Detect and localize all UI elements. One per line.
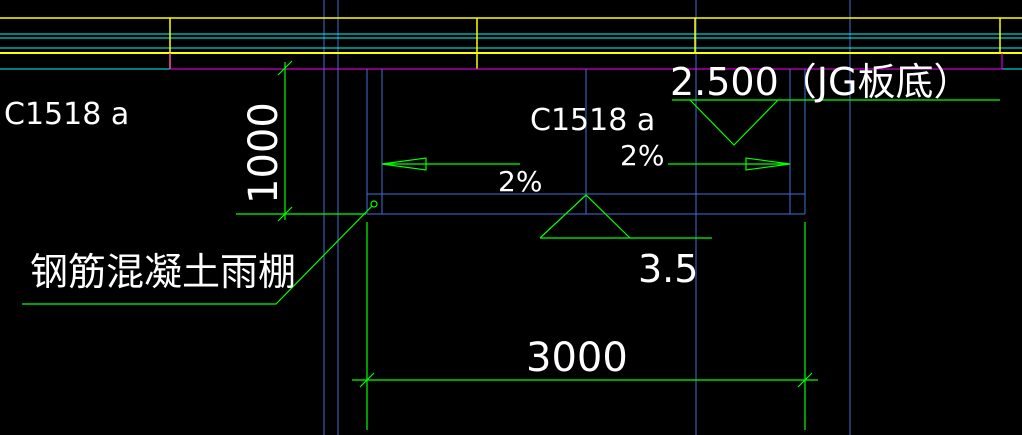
component-label: 钢筋混凝土雨棚 [30, 250, 296, 294]
slope-right-arrowhead [745, 157, 791, 171]
vertical-grid-lines [323, 0, 851, 435]
text-labels: C1518 a C1518 a 2.500（JG板底） 2% 2% 3.5 30… [4, 60, 971, 381]
component-leader-dot [370, 200, 378, 208]
height-dim-tick-top [277, 60, 293, 76]
height-dim-tick-bottom [277, 206, 293, 222]
elevation-top-label: 2.500（JG板底） [670, 60, 971, 104]
window-center-label: C1518 a [530, 103, 655, 138]
slope-left-arrowhead [381, 157, 427, 171]
canopy-section [366, 69, 806, 215]
width-dim-tick-right [797, 372, 813, 388]
elevation-top-triangle [689, 99, 779, 146]
elevation-marks [539, 99, 1000, 239]
width-dimension [352, 222, 818, 430]
height-dimension [236, 60, 366, 222]
elevation-bottom-label: 3.5 [638, 247, 698, 291]
component-leader [22, 200, 378, 305]
slope-right-label: 2% [620, 139, 664, 172]
slope-arrows [381, 157, 791, 171]
width-dim-tick-left [359, 372, 375, 388]
window-left-label: C1518 a [4, 97, 129, 132]
elevation-bottom-triangle [539, 194, 631, 239]
width-dimension-label: 3000 [526, 335, 628, 381]
slope-left-label: 2% [498, 165, 542, 198]
component-leader-line [22, 205, 373, 305]
height-dimension-label: 1000 [241, 102, 287, 204]
